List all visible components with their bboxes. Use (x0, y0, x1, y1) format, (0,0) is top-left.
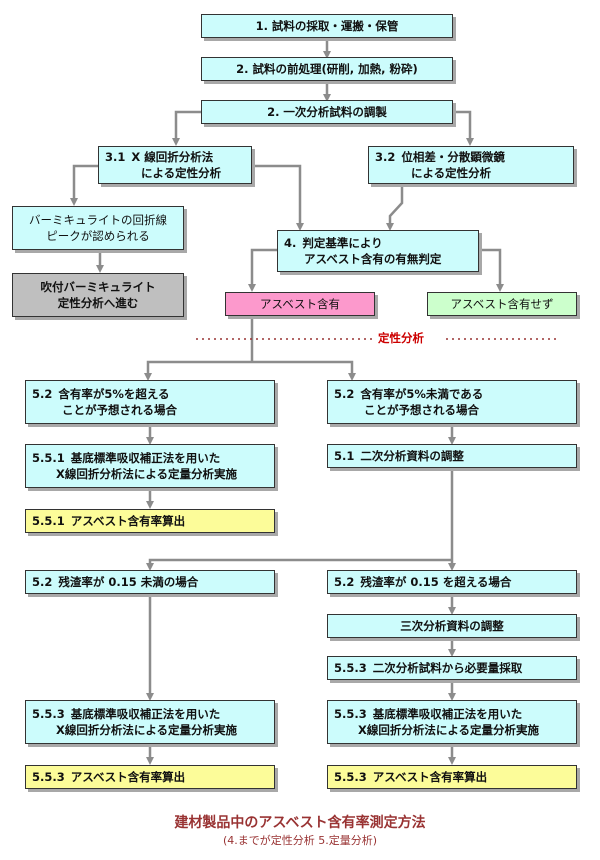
left-5-5-1-analysis-box: 5.5.1 基底標準吸収補正法を用いた X線回折分析法による定量分析実施 (25, 444, 275, 488)
right-tertiary-label: 三次分析資料の調整 (400, 619, 504, 633)
left-5-2-line1: 含有率が5%を超える (58, 387, 170, 401)
vermiculite-line2: ピークが認められる (46, 229, 150, 243)
right-5-5-3-sampling-box: 5.5.3 二次分析試料から必要量採取 (327, 656, 577, 680)
step-3-2-number: 3.2 (375, 150, 396, 164)
left-5-5-1-number: 5.5.1 (32, 451, 65, 465)
right-5-1-secondary-box: 5.1 二次分析資料の調整 (327, 444, 577, 468)
step-2-prepare-label: 2. 一次分析試料の調製 (267, 105, 387, 119)
right-5-2-under-5pct-box: 5.2 含有率が5%未満である ことが予想される場合 (327, 380, 577, 424)
left-residue-number: 5.2 (32, 575, 53, 589)
vermiculite-line1: バーミキュライトの回折線 (29, 213, 167, 227)
judgement-number: 4. (284, 236, 297, 250)
connector (172, 110, 208, 146)
left-5-5-3-line2: X線回折分析法による定量分析実施 (56, 723, 238, 737)
sprayed-vermiculite-box: 吹付バーミキュライト 定性分析へ進む (12, 273, 184, 317)
left-5-5-1-result-label: アスベスト含有率算出 (70, 514, 186, 528)
judgement-line1: 判定基準により (302, 236, 383, 250)
step-3-2-line1: 位相差・分散顕微鏡 (401, 150, 505, 164)
diagram-title: 建材製品中のアスベスト含有率測定方法 (174, 815, 426, 831)
left-5-2-residue-under-box: 5.2 残渣率が 0.15 未満の場合 (25, 570, 275, 594)
step-3-2-line2: による定性分析 (411, 166, 492, 180)
right-residue-number: 5.2 (334, 575, 355, 589)
step-3-1-line1: X 線回折分析法 (131, 150, 214, 164)
diagram-subtitle: (4.までが定性分析 5.定量分析) (222, 834, 378, 847)
step-2-preprocess-box: 2. 試料の前処理(研削, 加熱, 粉砕) (201, 57, 453, 81)
left-residue-label: 残渣率が 0.15 未満の場合 (58, 575, 199, 589)
right-5-5-3-result-label: アスベスト含有率算出 (372, 770, 488, 784)
connector (248, 248, 277, 292)
left-5-2-over-5pct-box: 5.2 含有率が5%を超える ことが予想される場合 (25, 380, 275, 424)
asbestos-not-contained-label: アスベスト含有せず (450, 297, 554, 311)
vermiculite-peak-box: バーミキュライトの回折線 ピークが認められる (12, 206, 184, 250)
right-sampling-number: 5.5.3 (334, 661, 367, 675)
asbestos-contained-box: アスベスト含有 (225, 292, 375, 316)
judgement-line2: アスベスト含有の有無判定 (304, 252, 442, 266)
connector (146, 558, 452, 571)
right-5-5-3-analysis-box: 5.5.3 基底標準吸収補正法を用いた X線回折分析法による定量分析実施 (327, 700, 577, 744)
right-5-2-residue-over-box: 5.2 残渣率が 0.15 を超える場合 (327, 570, 577, 594)
left-5-5-3-result-box: 5.5.3 アスベスト含有率算出 (25, 765, 275, 789)
left-5-5-3-result-number: 5.5.3 (32, 770, 65, 784)
step-3-1-box: 3.1 X 線回折分析法 による定性分析 (98, 146, 252, 184)
left-5-5-3-analysis-box: 5.5.3 基底標準吸収補正法を用いた X線回折分析法による定量分析実施 (25, 700, 275, 744)
qualitative-analysis-label: 定性分析 (378, 331, 424, 345)
left-5-5-1-line1: 基底標準吸収補正法を用いた (70, 451, 221, 465)
asbestos-not-contained-box: アスベスト含有せず (427, 292, 577, 316)
right-residue-label: 残渣率が 0.15 を超える場合 (360, 575, 512, 589)
right-5-5-3-result-box: 5.5.3 アスベスト含有率算出 (327, 765, 577, 789)
connector (70, 164, 104, 206)
connector (144, 360, 252, 381)
step-2-preprocess-label: 2. 試料の前処理(研削, 加熱, 粉砕) (236, 62, 418, 76)
right-sampling-label: 二次分析試料から必要量採取 (372, 661, 523, 675)
step-3-1-number: 3.1 (105, 150, 126, 164)
left-5-2-line2: ことが予想される場合 (62, 403, 177, 417)
right-5-5-3-number: 5.5.3 (334, 707, 367, 721)
connector (478, 248, 504, 292)
right-tertiary-box: 三次分析資料の調整 (327, 614, 577, 638)
left-5-2-number: 5.2 (32, 387, 53, 401)
left-5-5-1-result-number: 5.5.1 (32, 514, 65, 528)
right-5-2-number: 5.2 (334, 387, 355, 401)
right-5-5-3-result-number: 5.5.3 (334, 770, 367, 784)
left-5-5-1-line2: X線回折分析法による定量分析実施 (56, 467, 238, 481)
judgement-box: 4. 判定基準により アスベスト含有の有無判定 (277, 230, 479, 272)
asbestos-contained-label: アスベスト含有 (260, 297, 340, 311)
step-1-box: 1. 試料の採取・運搬・保管 (201, 14, 453, 38)
connector (250, 164, 304, 231)
step-2-prepare-box: 2. 一次分析試料の調製 (201, 100, 453, 124)
connector (252, 360, 356, 381)
left-5-5-3-result-label: アスベスト含有率算出 (70, 770, 186, 784)
step-1-label: 1. 試料の採取・運搬・保管 (255, 19, 399, 33)
right-5-2-line2: ことが予想される場合 (364, 403, 479, 417)
left-5-5-3-line1: 基底標準吸収補正法を用いた (70, 707, 221, 721)
left-5-5-1-result-box: 5.5.1 アスベスト含有率算出 (25, 509, 275, 533)
step-3-2-box: 3.2 位相差・分散顕微鏡 による定性分析 (368, 146, 574, 184)
step-3-1-line2: による定性分析 (141, 166, 222, 180)
right-5-1-number: 5.1 (334, 449, 355, 463)
left-5-5-3-number: 5.5.3 (32, 707, 65, 721)
right-5-5-3-line2: X線回折分析法による定量分析実施 (358, 723, 540, 737)
sprayed-vermiculite-line1: 吹付バーミキュライト (40, 280, 156, 294)
connector (386, 184, 404, 231)
right-5-2-line1: 含有率が5%未満である (360, 387, 484, 401)
right-5-1-label: 二次分析資料の調整 (360, 449, 464, 463)
right-5-5-3-line1: 基底標準吸収補正法を用いた (372, 707, 523, 721)
sprayed-vermiculite-line2: 定性分析へ進む (57, 296, 139, 310)
